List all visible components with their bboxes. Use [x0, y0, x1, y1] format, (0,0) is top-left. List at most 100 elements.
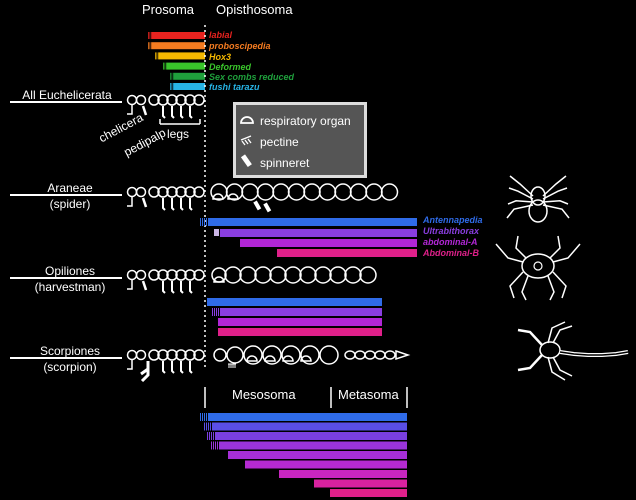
scorpion-metasoma-segment: [364, 350, 376, 360]
legend-respiratory-label: respiratory organ: [260, 114, 351, 128]
scorpion-icon-leg: [547, 356, 566, 381]
spider-opisthosoma-segment: [303, 183, 321, 201]
harvestman-icon-leg: [549, 235, 561, 259]
harvestman-pedipalp: [141, 280, 148, 291]
scorpion-hox-bar-hatch: [207, 432, 208, 440]
scorpion-hox-bar-hatch: [200, 413, 201, 421]
spider-icon-leg: [542, 204, 570, 219]
respiratory-organ-icon: [227, 193, 239, 200]
gene-bar-hatch: [166, 62, 167, 70]
harvestman-prosoma-segment: [157, 269, 169, 281]
scorpion-mesosoma-segment: [319, 345, 339, 365]
spider-prosoma-segment: [148, 186, 160, 198]
scorpion-metasoma-segment: [354, 350, 366, 360]
harvestman-icon: [521, 253, 555, 279]
harvestman-opisthosoma-segment: [224, 266, 242, 284]
harvestman-opisthosoma-segment: [299, 266, 317, 284]
all-prosoma-segment: [193, 94, 205, 106]
harvestman-abda-bar: [218, 318, 382, 326]
scorpion-icon-claw: [517, 354, 543, 372]
gene-label-abda: abdominal-A: [423, 237, 478, 247]
spinneret-icon: [240, 154, 252, 168]
spider-icon-leg: [508, 187, 534, 200]
gene-bar-deformed: [167, 62, 205, 70]
scorpion-icon-claw: [517, 328, 543, 346]
all-leg: [162, 106, 166, 119]
respiratory-organ-icon: [212, 193, 224, 200]
scorpion-hox-bar: [212, 422, 407, 431]
metasoma-label: Metasoma: [338, 387, 399, 402]
spider-antp-bar-hatch: [200, 218, 201, 226]
spider-prosoma-segment: [135, 186, 147, 198]
gene-bar-hatch: [149, 32, 151, 39]
spider-icon: [530, 186, 546, 206]
spider-leg: [171, 198, 175, 211]
scorpion-hox-bar: [330, 489, 407, 497]
legs-label: legs: [167, 127, 190, 141]
harvestman-opisthosoma-segment: [239, 266, 257, 284]
scorpion-hox-bar-hatch: [211, 441, 212, 450]
all-leg: [180, 106, 184, 119]
legend-box: respiratory organ pectine spinneret: [233, 102, 367, 178]
gene-label-ftz: fushi tarazu: [209, 82, 260, 92]
harvestman-icon-leg: [495, 243, 524, 263]
harvestman-ubx-bar-hatch: [218, 308, 219, 316]
harvestman-icon: [533, 261, 543, 271]
gene-label-labial: labial: [209, 30, 233, 40]
all-prosoma-segment: [175, 94, 187, 106]
harvestman-leg: [171, 281, 175, 294]
scorpion-pedipalp: [140, 361, 150, 383]
gene-bar-hatch: [151, 42, 152, 50]
harvestman-leg: [162, 281, 166, 294]
harvestman-leg: [189, 281, 193, 294]
spider-icon-leg: [542, 175, 567, 197]
scorpion-telson: [395, 349, 411, 361]
harvestman-opisthosoma-segment: [314, 266, 332, 284]
scorpion-hox-bar: [215, 432, 407, 440]
opisthosoma-header: Opisthosoma: [216, 2, 293, 17]
harvestman-chelicera: [127, 280, 133, 290]
spider-leg: [162, 198, 166, 211]
harvestman-icon-leg: [552, 271, 567, 299]
scorpion-prosoma-segment: [157, 349, 169, 361]
scorpion-mesosoma-segment: [226, 346, 244, 364]
harvestman-icon-leg: [552, 243, 581, 263]
harvestman-ubx-bar-hatch: [216, 308, 217, 316]
spider-pedipalp: [141, 197, 148, 208]
scorpion-icon-tail: [559, 351, 629, 356]
harvestman-prosoma-segment: [175, 269, 187, 281]
harvestman-opisthosoma-segment: [329, 266, 347, 284]
gene-bar-hatch: [156, 52, 158, 60]
legend-spinneret-label: spinneret: [260, 156, 310, 170]
spider-opisthosoma-segment: [241, 183, 259, 201]
gene-bar-hatch: [151, 32, 152, 39]
harvestman-icon-leg: [547, 275, 555, 301]
gene-bar-hatch: [173, 83, 174, 90]
gene-bar-hatch: [173, 72, 174, 80]
spider-ubx-light: [214, 229, 219, 236]
harvestman-opisthosoma-segment: [359, 266, 377, 284]
gene-bar-proboscipedia: [152, 42, 205, 50]
group-label-araneae: Araneae: [47, 181, 93, 195]
spinneret-icon: [253, 200, 262, 211]
all-leg: [171, 106, 175, 119]
scorpion-hox-bar: [245, 460, 407, 469]
spider-opisthosoma-segment: [256, 183, 275, 201]
scorpion-prosoma-segment: [148, 349, 160, 361]
scorpion-mesosoma-segment: [262, 345, 282, 365]
gene-bar-hatch: [148, 42, 149, 50]
spider-icon-leg: [509, 175, 534, 197]
gene-bar-hatch: [170, 72, 171, 80]
gene-label-scr: Sex combs reduced: [209, 72, 295, 82]
gene-label-proboscipedia: proboscipedia: [209, 41, 271, 51]
spider-opisthosoma-segment: [349, 183, 368, 201]
respiratory-organ-icon: [264, 355, 276, 362]
gene-bar-hatch: [163, 62, 164, 70]
scorpion-metasoma-segment: [344, 350, 356, 360]
gene-bar-labial: [152, 32, 205, 39]
pectine-icon: [240, 135, 252, 146]
gene-bar-hox3: [159, 52, 205, 60]
spider-prosoma-segment: [175, 186, 187, 198]
gene-bar-fushi-tarazu: [174, 83, 205, 90]
